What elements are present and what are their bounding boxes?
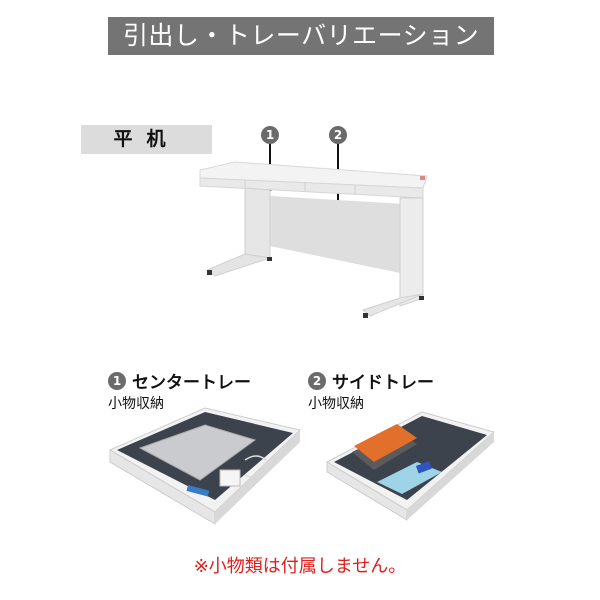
callout-2-badge: 2 [329,126,347,144]
center-tray-heading: 1 センタートレー [108,368,251,393]
center-tray-name: センタートレー [132,373,251,393]
desk-type-label: 平机 [81,125,212,154]
center-tray-description: 小物収納 [108,396,164,412]
side-tray-image [325,411,496,521]
side-tray-name: サイドトレー [332,373,434,393]
side-tray-description: 小物収納 [308,396,364,412]
section-title: 引出し・トレーバリエーション [108,17,494,55]
desk-image [199,161,428,318]
callout-1-badge: 1 [261,126,279,144]
side-tray-heading: 2 サイドトレー [308,368,434,393]
center-tray-image [108,407,302,525]
side-tray-number-badge: 2 [308,371,326,390]
disclaimer-note: ※小物類は付属しません。 [193,556,407,577]
center-tray-number-badge: 1 [108,371,126,390]
